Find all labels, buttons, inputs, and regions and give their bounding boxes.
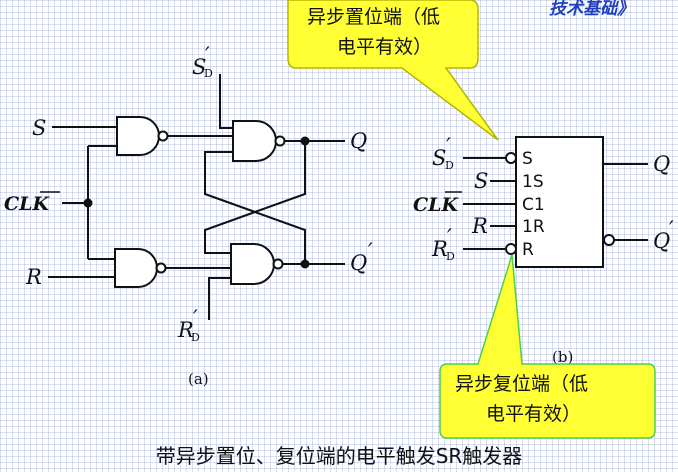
label-b-r: R [471,214,488,238]
label-b-rd: R [431,237,448,261]
pin-label-1s: 1S [522,172,544,192]
callout-set-line1: 异步置位端（低 [307,6,440,28]
callout-reset: 异步复位端（低 电平有效） [439,254,656,439]
wire-cross-q [204,141,306,254]
label-b-sd-sub: D [445,159,454,172]
symbol-b [463,136,648,268]
nand-gate-latch-bottom [230,243,275,285]
label-figure-b: (b) [552,348,573,366]
callout-reset-shape [439,254,656,439]
label-sd-sub: D [204,67,213,80]
label-clk: CLK [4,193,50,215]
inverter-bubble [274,135,286,147]
label-b-sd-prime: ′ [446,134,451,158]
label-b-q: Q [653,152,670,176]
label-figure-a: (a) [188,370,209,388]
inverter-bubble [603,234,615,246]
pin-label-r: R [522,240,534,260]
label-rd-prime: ′ [193,306,198,330]
label-r-input: R [25,265,42,289]
label-b-rd-prime: ′ [447,225,452,249]
flipflop-box [515,136,604,268]
label-b-clk: CLK [413,194,459,216]
nand-gate-latch-top [232,120,277,162]
label-b-rd-sub: D [446,250,455,263]
nand-gate-input-top [116,116,160,156]
pin-label-c1: C1 [522,195,545,215]
label-qn-output: Q [350,251,367,275]
wire-sd [219,74,233,129]
wire-rd [208,277,231,320]
corner-title: 技术基础》 [549,0,634,19]
label-b-sd: S [432,146,446,170]
label-qn-prime: ′ [368,239,373,263]
wire-cross-qn [204,151,306,264]
label-sd-prime: ′ [205,43,210,67]
nand-gate-input-bottom [114,248,158,288]
pin-label-1r: 1R [522,217,545,237]
inverter-bubble [157,130,169,142]
label-q-output: Q [350,129,367,153]
callout-reset-line2: 电平有效） [486,403,581,425]
callout-reset-line1: 异步复位端（低 [455,373,588,395]
label-rd-sub: D [191,331,200,344]
junction-dot [83,198,93,208]
circuit-a [48,74,345,320]
callout-set: 异步置位端（低 电平有效） [287,0,499,141]
inverter-bubble [505,152,517,164]
inverter-bubble [155,262,167,274]
pin-label-s: S [522,149,533,169]
label-rd: R [177,318,194,342]
label-b-qn-prime: ′ [669,217,674,241]
callout-set-shape [287,0,499,141]
label-b-s: S [474,169,488,193]
page-caption: 带异步置位、复位端的电平触发SR触发器 [155,444,523,468]
inverter-bubble [505,243,517,255]
label-s-input: S [32,116,46,140]
label-sd: S [192,55,206,79]
label-b-qn: Q [653,229,670,253]
inverter-bubble [272,258,284,270]
callout-set-line2: 电平有效） [337,36,432,58]
